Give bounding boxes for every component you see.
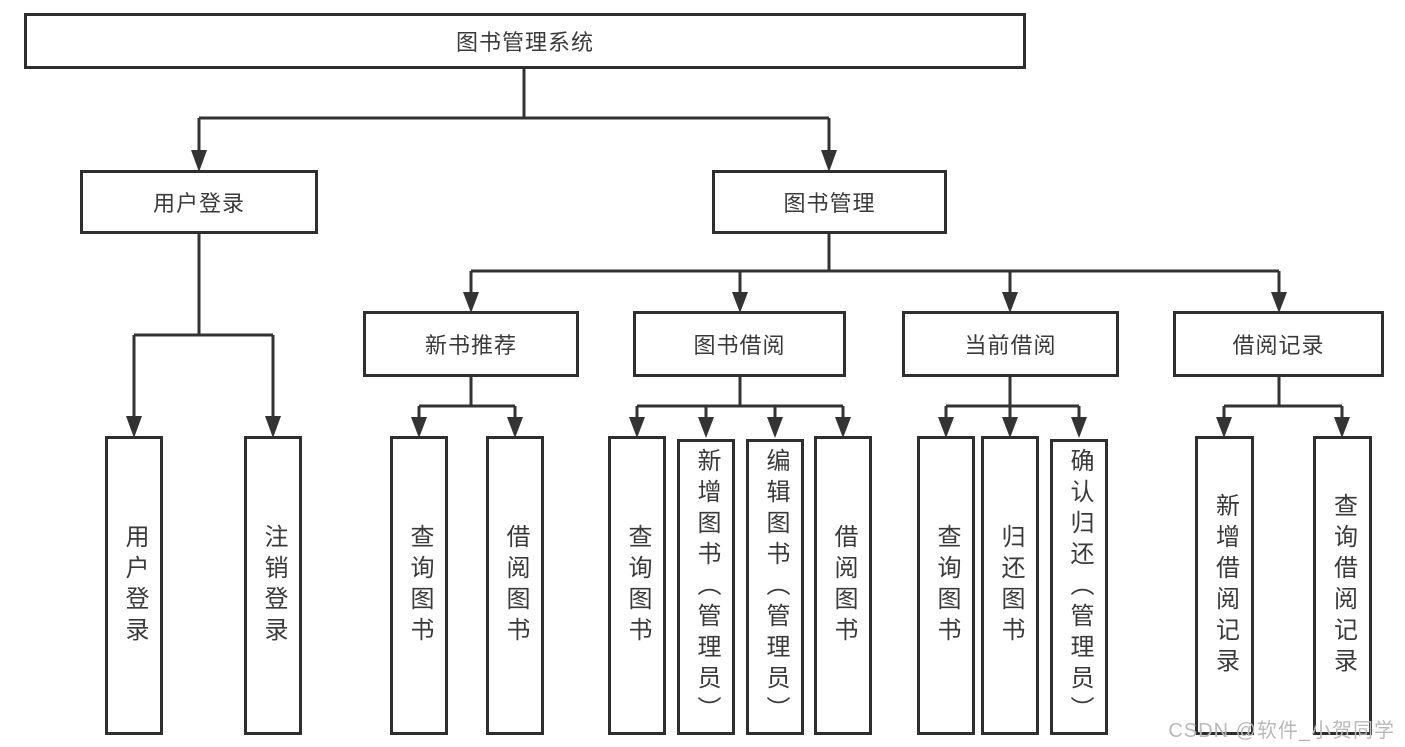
node-library-management-system: 图书管理系统 xyxy=(24,13,1026,69)
node-label: 新增借阅记录 xyxy=(1211,492,1239,679)
node-query-books-recommend: 查询图书 xyxy=(390,436,448,735)
node-label: 注销登录 xyxy=(260,523,287,648)
csdn-watermark: CSDN @软件_小贺同学 xyxy=(1168,720,1395,742)
node-label: 图书管理 xyxy=(783,191,876,216)
node-label: 查询图书 xyxy=(406,523,433,648)
node-book-management: 图书管理 xyxy=(712,170,947,234)
node-add-books-admin: 新增图书（管理员） xyxy=(677,439,735,735)
node-label: 用户登录 xyxy=(152,191,245,216)
node-borrow-books: 借阅图书 xyxy=(814,436,872,735)
node-label: 新增图书（管理员） xyxy=(693,447,720,727)
node-query-books-current: 查询图书 xyxy=(917,436,975,735)
node-user-login-group: 用户登录 xyxy=(80,170,318,234)
node-borrow-books-recommend: 借阅图书 xyxy=(486,436,544,735)
node-label: 新书推荐 xyxy=(424,333,517,358)
node-label: 查询借阅记录 xyxy=(1329,492,1357,679)
node-label: 借阅图书 xyxy=(830,523,857,648)
node-label: 用户登录 xyxy=(121,523,148,648)
node-label: 编辑图书（管理员） xyxy=(762,447,789,727)
node-query-books-borrowing: 查询图书 xyxy=(608,436,666,735)
node-borrowing-records: 借阅记录 xyxy=(1173,311,1384,377)
node-edit-books-admin: 编辑图书（管理员） xyxy=(746,439,804,735)
node-label: 借阅记录 xyxy=(1232,333,1325,358)
node-label: 图书借阅 xyxy=(693,333,786,358)
node-label: 当前借阅 xyxy=(964,333,1057,358)
node-return-books: 归还图书 xyxy=(981,436,1039,735)
node-label: 确认归还（管理员） xyxy=(1066,447,1093,727)
node-logout: 注销登录 xyxy=(244,436,302,735)
node-label: 查询图书 xyxy=(624,523,651,648)
node-query-borrow-record: 查询借阅记录 xyxy=(1313,436,1372,735)
node-user-login: 用户登录 xyxy=(105,436,163,735)
node-label: 归还图书 xyxy=(997,523,1024,648)
node-label: 借阅图书 xyxy=(502,523,529,648)
node-book-borrowing: 图书借阅 xyxy=(633,311,846,377)
node-confirm-return-admin: 确认归还（管理员） xyxy=(1050,439,1108,735)
node-current-borrowing: 当前借阅 xyxy=(902,311,1119,377)
node-add-borrow-record: 新增借阅记录 xyxy=(1195,436,1254,735)
node-label: 图书管理系统 xyxy=(455,30,594,55)
node-new-book-recommendation: 新书推荐 xyxy=(363,311,579,377)
node-label: 查询图书 xyxy=(933,523,960,648)
